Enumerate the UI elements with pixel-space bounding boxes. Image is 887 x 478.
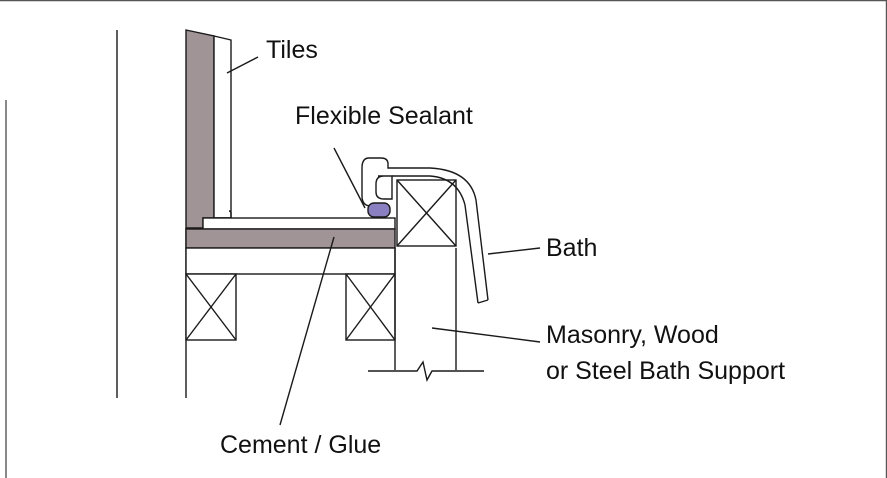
floor-tiles	[202, 217, 396, 230]
flexible-sealant-label: Flexible Sealant	[295, 102, 473, 130]
sealant-leader-line	[333, 147, 366, 209]
cement-glue-label: Cement / Glue	[220, 431, 382, 459]
right-joist-cross-b	[345, 273, 396, 341]
floor-board	[185, 247, 396, 275]
support-block-cross-b	[396, 179, 457, 247]
bath-wall-end	[477, 299, 489, 304]
left-joist-cross-b	[185, 273, 237, 341]
wall-tiles	[213, 35, 232, 219]
bath-rim-inner	[375, 175, 393, 200]
support-break-line	[368, 360, 484, 382]
support-leader-line	[431, 327, 541, 343]
floor-tile-edge	[202, 210, 232, 229]
tiles-leader-line	[226, 56, 259, 74]
bath-leader-line	[487, 247, 541, 255]
support-label-line2: or Steel Bath Support	[546, 357, 786, 385]
floor-cement-layer	[185, 228, 396, 249]
tiles-label: Tiles	[266, 36, 318, 64]
bath-label: Bath	[546, 234, 598, 262]
support-label-line1: Masonry, Wood	[546, 321, 719, 349]
bath-wall-outer	[369, 157, 489, 301]
bath-rim-outer-left	[361, 157, 374, 207]
bath-wall-inner	[392, 175, 479, 304]
wall-cement-layer	[185, 29, 215, 229]
flexible-sealant-bead	[367, 202, 391, 218]
cement-leader-line	[279, 236, 335, 426]
